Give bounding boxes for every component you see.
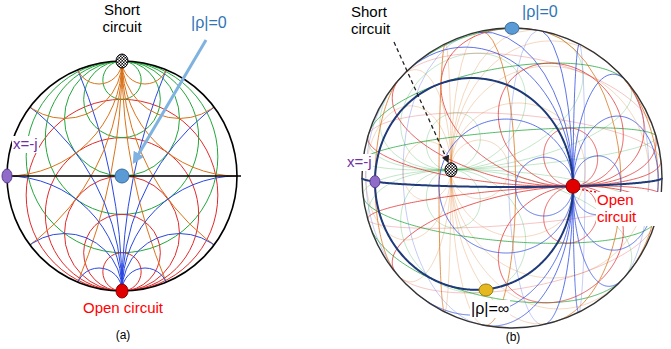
south-pole-dot	[479, 284, 493, 296]
panel-label: (a)	[107, 329, 139, 342]
reactance-dot	[2, 169, 12, 183]
chart-circle	[0, 176, 122, 349]
short-circuit-dot	[445, 163, 457, 177]
sphere-circle-front	[498, 63, 623, 186]
north-pole-dot	[505, 22, 519, 34]
point-label: |ρ|=0	[190, 14, 228, 32]
unit-circle	[7, 61, 237, 291]
highlight-circle	[362, 178, 662, 187]
sphere-circle-back	[380, 29, 583, 170]
point-label: |ρ|=0	[521, 3, 559, 21]
sphere-circle-back	[451, 30, 554, 324]
point-label: Short circuit	[350, 4, 418, 38]
chart-circle	[7, 234, 122, 349]
chart-circle	[122, 0, 671, 349]
center-dot	[115, 169, 129, 183]
pointer-arrow	[134, 40, 206, 162]
point-markers	[2, 22, 580, 298]
reactance-dot	[370, 176, 380, 188]
riemann-sphere	[362, 28, 662, 328]
sphere-outline	[362, 28, 662, 328]
sphere-circle-back	[451, 140, 508, 199]
chart-circle	[122, 234, 237, 349]
open-circuit-dot	[566, 179, 580, 193]
leader-arrow	[394, 42, 448, 162]
sphere-circle-front	[573, 74, 628, 286]
sphere-circle-front	[441, 28, 644, 186]
point-label: x=-j	[12, 136, 39, 153]
short-circuit-dot	[116, 54, 128, 68]
point-label: Short circuit	[88, 2, 156, 36]
point-label: x=-j	[346, 154, 373, 171]
highlight-circle	[375, 78, 573, 290]
sphere-circle-back	[401, 170, 526, 293]
sphere-circle-front	[478, 32, 573, 326]
sphere-circle-front	[375, 78, 401, 274]
open-circuit-dot	[116, 284, 128, 298]
point-label: Open circuit	[596, 192, 662, 226]
sphere-circle-front	[614, 68, 659, 276]
panel-label: (b)	[497, 331, 529, 344]
sphere-circle-back	[403, 36, 482, 325]
chart-circle	[122, 176, 352, 349]
chart-circle	[122, 61, 582, 349]
leader-line	[579, 189, 596, 192]
sphere-circle-front	[546, 32, 621, 322]
sphere-circle-back	[366, 106, 451, 240]
sphere-circle-front	[542, 31, 573, 324]
chart-circle	[0, 0, 122, 291]
sphere-circle-front	[363, 128, 656, 160]
point-label: |ρ|=∞	[470, 300, 510, 318]
sphere-circle-front	[482, 31, 516, 325]
chart-circle	[122, 0, 671, 349]
point-label: Open circuit	[62, 300, 184, 317]
chart-circle	[0, 0, 122, 349]
chart-circle	[0, 0, 122, 349]
chart-circle	[122, 0, 352, 176]
